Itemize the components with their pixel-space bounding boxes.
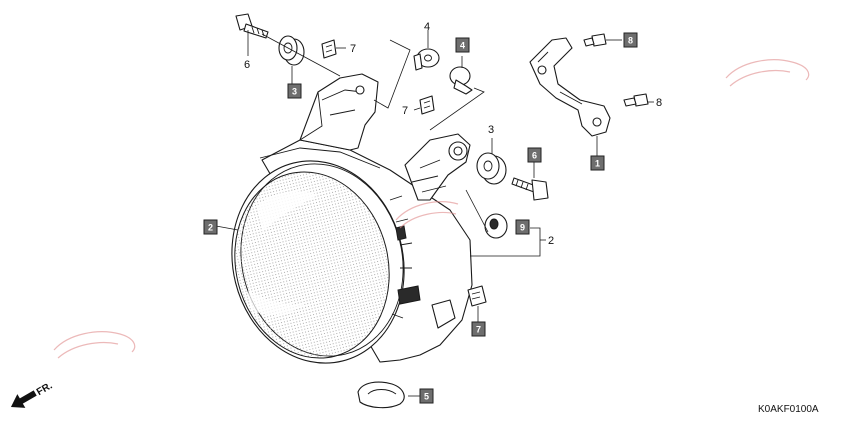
callout-2: 2 xyxy=(548,235,554,247)
leader-lines xyxy=(215,30,654,397)
washer-4 xyxy=(413,48,440,71)
boxed-callout-8: 8 xyxy=(623,32,638,48)
svg-text:1: 1 xyxy=(595,159,600,169)
grommet-3-upper xyxy=(278,35,305,66)
headlight-stay-1 xyxy=(529,37,611,137)
callout-7-upper: 7 xyxy=(350,43,356,55)
clip-7-upper xyxy=(321,39,337,59)
grommet-3-side xyxy=(476,152,507,185)
boxed-callout-2: 2 xyxy=(203,219,218,235)
clip-7-lower xyxy=(467,285,487,307)
screw-8-upper xyxy=(583,33,607,47)
bolt-6 xyxy=(235,13,269,39)
boxed-callout-6: 6 xyxy=(527,147,542,163)
boxed-callout-5: 5 xyxy=(419,388,434,404)
callout-4: 4 xyxy=(424,21,430,33)
boxed-callout-9: 9 xyxy=(515,219,530,235)
callout-7-middle: 7 xyxy=(402,105,408,117)
clip-7-middle xyxy=(419,95,435,115)
svg-text:2: 2 xyxy=(208,223,213,233)
svg-text:3: 3 xyxy=(292,87,297,97)
watermark-logo-icon xyxy=(395,201,459,229)
callout-3-side: 3 xyxy=(488,124,494,136)
bolt-6-side xyxy=(511,177,549,201)
boxed-callout-3: 3 xyxy=(287,83,302,99)
watermark-logo-icon xyxy=(725,59,810,87)
front-arrow: FR. xyxy=(10,380,55,408)
collar-9 xyxy=(484,213,508,239)
boxed-callout-7: 7 xyxy=(471,321,486,337)
watermark-logo-icon xyxy=(53,331,136,359)
screw-8-lower xyxy=(623,93,649,107)
boxed-callouts: 3 4 8 6 1 9 2 7 xyxy=(203,32,638,404)
svg-text:8: 8 xyxy=(628,36,633,46)
svg-text:5: 5 xyxy=(424,392,429,402)
svg-text:6: 6 xyxy=(532,151,537,161)
headlight-unit xyxy=(231,73,473,364)
plain-callouts: 6 7 4 7 3 2 8 xyxy=(244,21,662,247)
svg-text:9: 9 xyxy=(520,223,525,233)
svg-text:7: 7 xyxy=(476,325,481,335)
callout-8: 8 xyxy=(656,97,662,109)
boxed-callout-1: 1 xyxy=(590,155,605,171)
svg-text:4: 4 xyxy=(460,41,465,51)
boxed-callout-4: 4 xyxy=(455,37,470,53)
rubber-5 xyxy=(357,381,405,409)
collar-4 xyxy=(449,66,473,95)
front-arrow-label: FR. xyxy=(35,380,55,398)
callout-6: 6 xyxy=(244,59,250,71)
diagram-code: K0AKF0100A xyxy=(758,404,819,415)
